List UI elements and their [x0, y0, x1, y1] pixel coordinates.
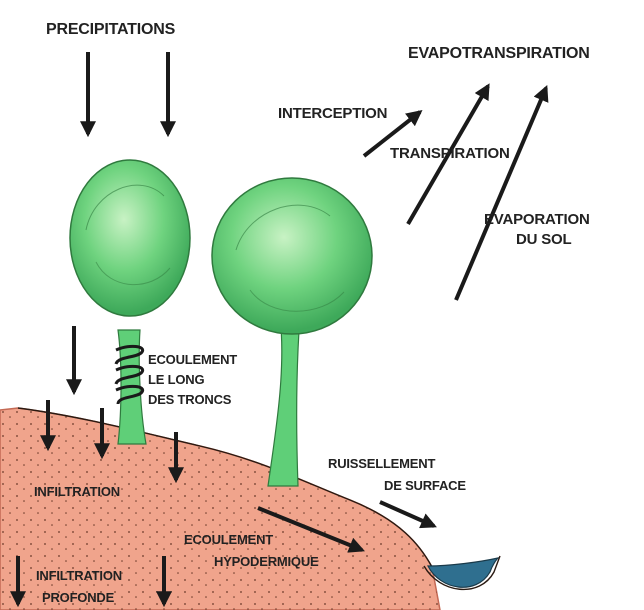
- label-subsurface-line1: ECOULEMENT: [184, 532, 273, 547]
- label-deep-infiltration-line1: INFILTRATION: [36, 568, 122, 583]
- label-evapotranspiration: EVAPOTRANSPIRATION: [408, 45, 590, 62]
- tree-right: [212, 178, 372, 486]
- label-runoff-line2: DE SURFACE: [384, 478, 466, 493]
- label-precipitations: PRECIPITATIONS: [46, 21, 176, 38]
- label-subsurface-line2: HYPODERMIQUE: [214, 554, 319, 569]
- label-deep-infiltration-line2: PROFONDE: [42, 590, 115, 605]
- label-stemflow-line1: ECOULEMENT: [148, 352, 237, 367]
- label-evaporation-line2: DU SOL: [516, 231, 572, 248]
- label-runoff-line1: RUISSELLEMENT: [328, 456, 435, 471]
- label-interception: INTERCEPTION: [278, 105, 387, 122]
- label-stemflow-line2: LE LONG: [148, 372, 204, 387]
- label-infiltration: INFILTRATION: [34, 484, 120, 499]
- label-stemflow-line3: DES TRONCS: [148, 392, 232, 407]
- label-evaporation-line1: EVAPORATION: [484, 211, 590, 228]
- label-transpiration: TRANSPIRATION: [390, 145, 510, 162]
